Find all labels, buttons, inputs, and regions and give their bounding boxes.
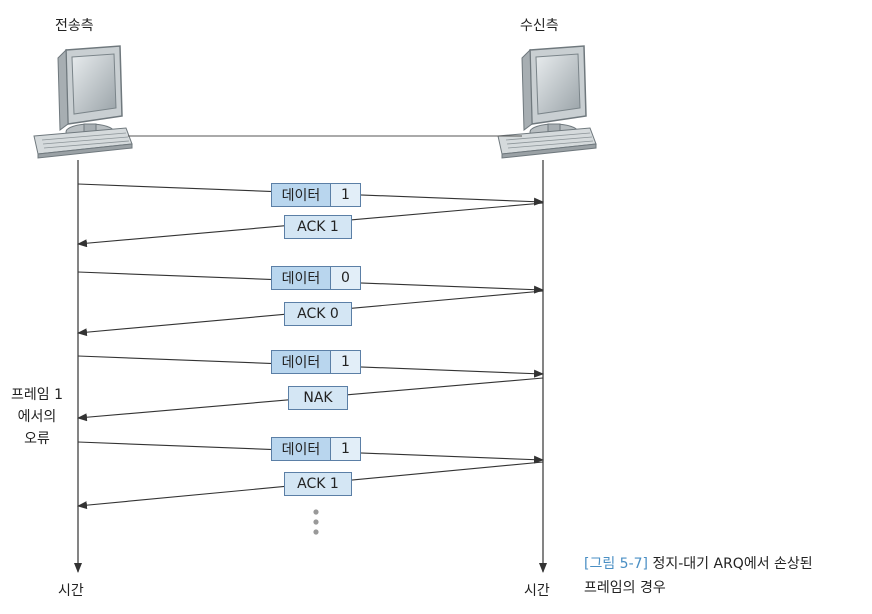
data-frame-label: 데이터 <box>272 267 331 289</box>
receiver-time-label: 시간 <box>524 583 550 599</box>
caption-line-2: 프레임의 경우 <box>584 580 666 596</box>
data-frame-number: 1 <box>331 438 360 460</box>
data-frame-label: 데이터 <box>272 184 331 206</box>
sender-label: 전송측 <box>55 18 94 34</box>
error-label-line-1: 프레임 1 <box>11 387 63 403</box>
error-label-line-2: 에서의 <box>17 409 57 425</box>
continuation-dots <box>313 509 319 535</box>
data-frame-number: 1 <box>331 351 360 373</box>
error-label-line-3: 오류 <box>24 431 50 447</box>
receiver-computer-icon <box>497 45 597 159</box>
data-frame-number: 0 <box>331 267 360 289</box>
response-frame-box: ACK 1 <box>284 472 352 496</box>
response-frame-box: NAK <box>288 386 348 410</box>
data-frame-label: 데이터 <box>272 438 331 460</box>
receiver-label: 수신측 <box>520 18 559 34</box>
caption-line-1: 정지-대기 ARQ에서 손상된 <box>652 556 813 572</box>
data-frame-number: 1 <box>331 184 360 206</box>
error-label: 프레임 1 에서의 오류 <box>8 384 66 450</box>
sender-computer-icon <box>33 45 133 159</box>
data-frame-label: 데이터 <box>272 351 331 373</box>
figure-caption: [그림 5-7] 정지-대기 ARQ에서 손상된 프레임의 경우 <box>584 552 813 600</box>
response-frame-box: ACK 0 <box>284 302 352 326</box>
response-frame-box: ACK 1 <box>284 215 352 239</box>
sender-time-label: 시간 <box>58 583 84 599</box>
figure-number: [그림 5-7] <box>584 556 649 572</box>
